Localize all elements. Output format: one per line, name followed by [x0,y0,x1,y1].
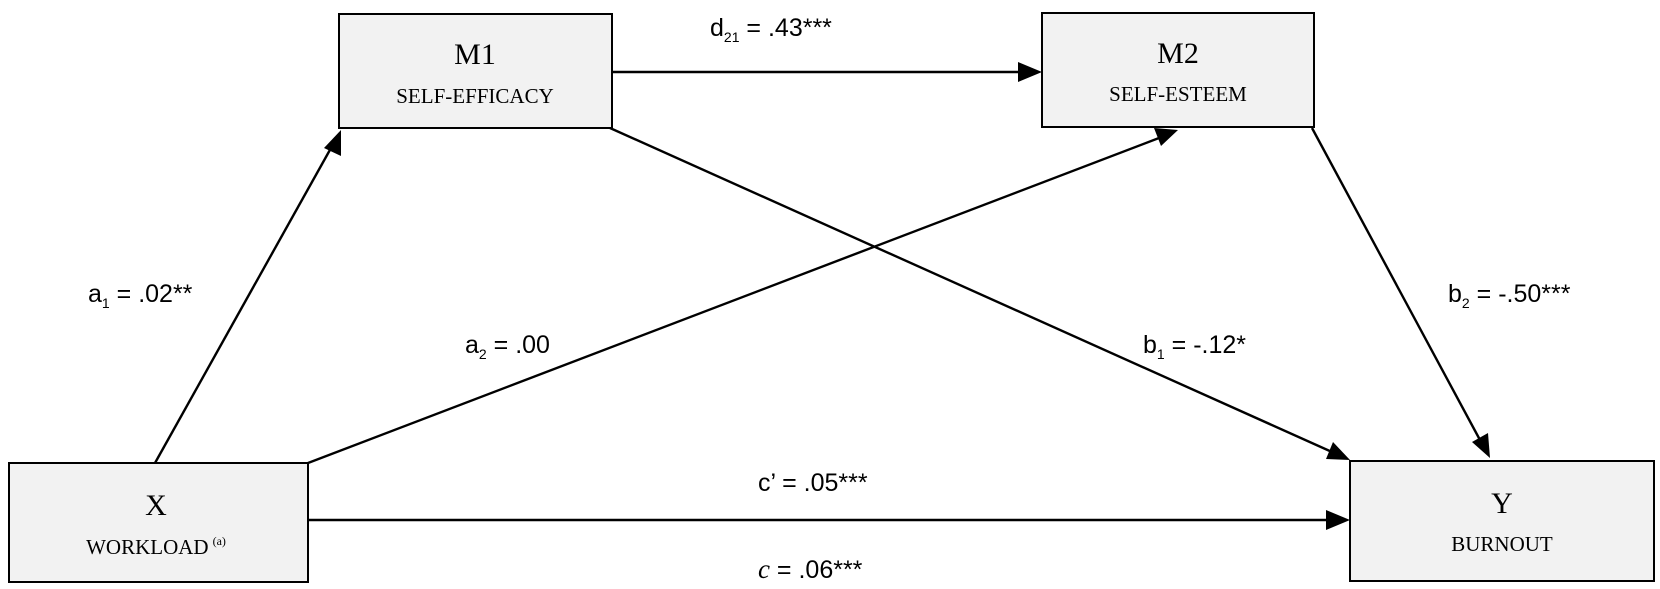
node-m1-subtitle: SELF-EFFICACY [396,84,554,108]
coefficients: d21 = .43*** a1 = .02** a2 = .00 b1 = -.… [88,14,1571,584]
coef-b2-symbol: b [1448,280,1462,308]
node-m1: M1 SELF-EFFICACY [338,13,613,129]
edge-x-to-m2 [307,136,1160,465]
coef-c-total-value: = .06*** [770,556,863,584]
edge-m1-to-y [609,126,1333,454]
coef-a1-symbol: a [88,280,102,308]
coef-d21-value: = .43*** [739,14,832,42]
node-y-subtitle: BURNOUT [1451,532,1553,556]
node-m1-title: M1 [454,38,496,71]
coef-b2-value: = -.50*** [1470,280,1571,308]
node-x-box [8,462,309,583]
node-m2-title: M2 [1157,37,1199,70]
coef-c-prime: c’ = .05*** [758,469,868,497]
coef-a2-symbol: a [465,331,479,359]
node-x-title: X [145,489,167,522]
node-x: X WORKLOAD (a) [8,462,309,583]
node-x-note: (a) [213,534,226,548]
coef-d21: d21 = .43*** [710,14,832,45]
node-y-title: Y [1491,487,1513,520]
edge-m2-to-y [1310,127,1482,441]
coef-a1-value: = .02** [110,280,193,308]
node-y-box [1349,460,1655,582]
coef-b1-symbol: b [1143,331,1157,359]
node-x-subtitle: WORKLOAD (a) [86,534,226,559]
node-m1-box [338,13,613,129]
coef-b1-value: = -.12* [1165,331,1247,359]
arrowhead-x-to-m2 [1154,128,1178,146]
coef-c-total-symbol: c [758,554,770,584]
arrowhead-x-to-m1 [324,130,341,156]
coef-b2: b2 = -.50*** [1448,280,1571,311]
node-m2-box [1041,12,1315,128]
arrowhead-x-to-y [1326,510,1350,530]
edge-x-to-m1 [153,147,333,464]
arrowhead-m1-to-m2 [1018,62,1042,82]
node-y: Y BURNOUT [1349,460,1655,582]
coef-d21-subscript: 21 [724,29,740,45]
node-m2: M2 SELF-ESTEEM [1041,12,1315,128]
coef-b1: b1 = -.12* [1143,331,1246,362]
arrowhead-m2-to-y [1472,433,1490,458]
coef-a2-subscript: 2 [479,346,487,362]
coef-b2-subscript: 2 [1462,295,1470,311]
arrowhead-m1-to-y [1326,442,1350,460]
node-x-subtitle-text: WORKLOAD [86,535,208,559]
coef-a1-subscript: 1 [102,295,110,311]
edges [153,62,1490,530]
coef-d21-symbol: d [710,14,724,42]
coef-a2: a2 = .00 [465,331,550,362]
node-m2-subtitle: SELF-ESTEEM [1109,82,1247,106]
coef-b1-subscript: 1 [1157,346,1165,362]
coef-a1: a1 = .02** [88,280,193,311]
coef-a2-value: = .00 [487,331,550,359]
coef-c-total: c = .06*** [758,554,863,584]
